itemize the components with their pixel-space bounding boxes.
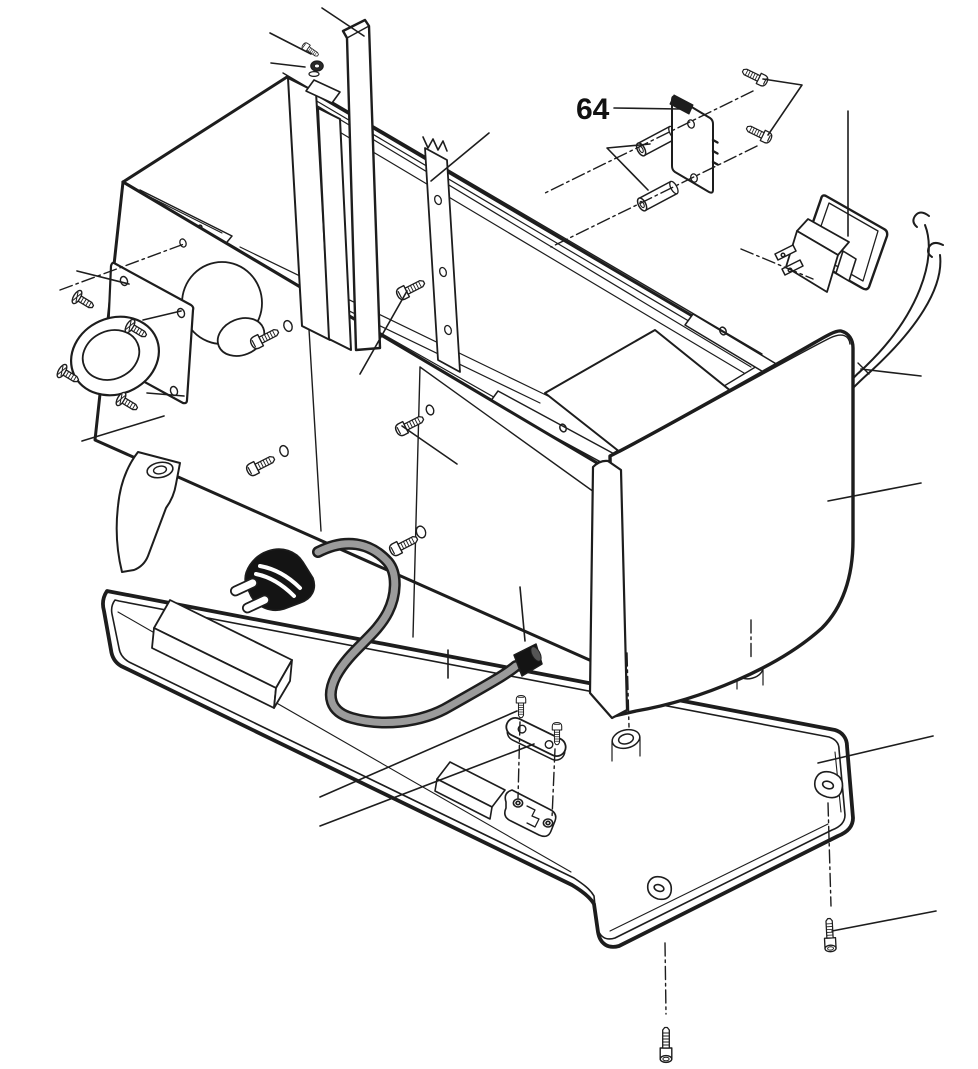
leader-wall-screw [401, 425, 458, 465]
leader-base-screw-right [831, 910, 937, 932]
base-screw-center [659, 1026, 673, 1064]
housing-screws [54, 276, 435, 559]
flange-screw-a [69, 288, 98, 314]
leader-lines [76, 7, 937, 932]
leader-rear-rail [430, 132, 490, 182]
axis-clamp-screw-1 [517, 721, 521, 799]
leader-standoffs [606, 143, 651, 191]
base-screw-right [822, 917, 837, 953]
leader-blade-screw [269, 32, 312, 55]
cord-grommet [513, 643, 543, 677]
cord-anchor-boss [504, 789, 557, 838]
leader-64 [613, 107, 681, 110]
part-64-assembly [635, 65, 774, 212]
leader-pcb-screws [762, 78, 803, 136]
leader-flange-screws [81, 415, 165, 442]
axis-pcb-screw-2 [550, 145, 758, 248]
leader-clamp-plate [319, 743, 535, 827]
axis-clamp-screw-2 [551, 748, 556, 819]
standoff-lower [636, 180, 679, 212]
screw-boss-front [611, 728, 641, 762]
foot-pad-bottom [646, 875, 673, 901]
axis-lines [59, 90, 832, 1015]
blade-bar-nut [308, 60, 324, 77]
leader-wire [860, 368, 922, 377]
blade-guide-assembly [287, 18, 461, 373]
leader-clamp-screw [319, 710, 518, 798]
leader-flange [76, 270, 130, 285]
switch-terminals [774, 244, 804, 276]
rocker-switch [774, 194, 889, 293]
base-bumper-pad [151, 599, 293, 709]
power-plug [229, 548, 316, 614]
power-cord [312, 537, 522, 729]
rear-cover-outline [608, 329, 855, 718]
pcb-screw-1 [739, 65, 770, 89]
pcb-plate [669, 94, 719, 194]
channel-bracket [305, 79, 341, 104]
front-leg [588, 459, 629, 720]
axis-base-screw-center [664, 942, 667, 1015]
leader-blade-bar [321, 7, 365, 37]
cord-clamp-assembly [505, 694, 567, 761]
panel-hole [179, 238, 187, 248]
base-bump [434, 761, 506, 820]
callout-label-64: 64 [576, 93, 610, 126]
leader-strip-screw [359, 290, 408, 375]
axis-switch [740, 248, 814, 280]
leader-grommet [519, 586, 526, 642]
switch-rocker [835, 250, 857, 282]
mounting-strip [424, 147, 461, 373]
foot-pad-right [813, 770, 844, 799]
axis-base-screw-right [827, 802, 832, 907]
base-tray-inner-rim [110, 599, 846, 940]
leader-cover [827, 482, 922, 502]
leader-base-rim [817, 735, 934, 764]
housing-foot [115, 451, 181, 573]
axis-boss-front [626, 652, 630, 728]
channel-plate-front [317, 107, 352, 351]
bearing-boss [69, 310, 185, 397]
axis-pcb-screw-1 [544, 90, 754, 194]
leader-blade-nut [270, 62, 306, 68]
rear-cover [608, 329, 855, 718]
axis-flange-screw [59, 243, 185, 291]
spring-clip [422, 136, 448, 152]
